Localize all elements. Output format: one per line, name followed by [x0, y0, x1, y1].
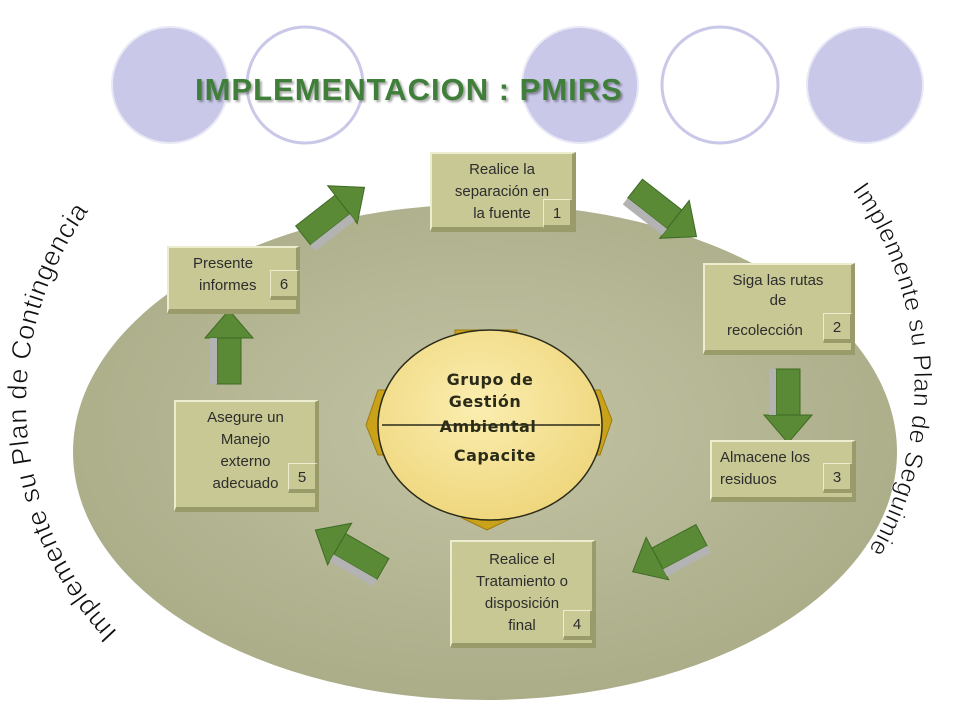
step-4-line2: Tratamiento o [476, 573, 568, 590]
deco-circle-2 [245, 25, 365, 145]
step-number-5: 5 [288, 463, 318, 493]
arrow-6-to-1 [294, 185, 366, 252]
step-5-line4: adecuado [212, 475, 279, 492]
arrow-3-to-4 [632, 523, 711, 581]
step-2-line2: de [769, 292, 787, 309]
deco-circle-5 [806, 26, 924, 144]
flow-arrows [203, 178, 814, 587]
step-5-line1: Asegure un [207, 409, 284, 426]
arrow-4-to-5 [314, 522, 390, 587]
step-number-2: 2 [823, 313, 853, 343]
step-4-line4: final [508, 617, 536, 634]
center-label-line2: Gestión [448, 392, 522, 411]
step-box-5: Asegure un Manejo externo adecuado [174, 400, 319, 512]
step-number-1: 1 [543, 199, 573, 229]
step-6-line1: Presente [193, 255, 254, 272]
deco-circle-3 [521, 26, 639, 144]
center-label-line4: Capacite [453, 446, 537, 465]
step-1-line2: separación en [454, 183, 550, 200]
step-2-line1: Siga las rutas [732, 272, 824, 289]
step-box-2: Siga las rutas de recolección [703, 263, 855, 355]
page-title: IMPLEMENTACION : PMIRS [195, 72, 623, 107]
step-3-line2: residuos [720, 471, 777, 488]
arrow-5-to-6 [203, 309, 255, 385]
step-5-line3: externo [220, 453, 271, 470]
deco-circle-1 [111, 26, 229, 144]
step-number-4: 4 [563, 610, 593, 640]
step-box-6: Presente informes [167, 246, 300, 314]
arrow-2-to-3 [762, 368, 814, 444]
deco-circle-4 [660, 25, 780, 145]
step-3-line1: Almacene los [720, 449, 811, 466]
step-number-6: 6 [270, 270, 300, 300]
step-4-line3: disposición [484, 595, 560, 612]
arrow-1-to-2 [622, 178, 698, 239]
step-number-3: 3 [823, 463, 853, 493]
step-1-line3: la fuente [473, 205, 531, 222]
center-label-line3: Ambiental [439, 417, 537, 436]
step-1-line1: Realice la [469, 161, 535, 178]
center-label-line1: Grupo de [446, 370, 534, 389]
step-box-1: Realice la separación en la fuente [430, 152, 576, 232]
step-2-line3: recolección [727, 322, 803, 339]
step-5-line2: Manejo [220, 431, 271, 448]
step-6-line2: informes [199, 277, 257, 294]
step-4-line1: Realice el [489, 551, 555, 568]
